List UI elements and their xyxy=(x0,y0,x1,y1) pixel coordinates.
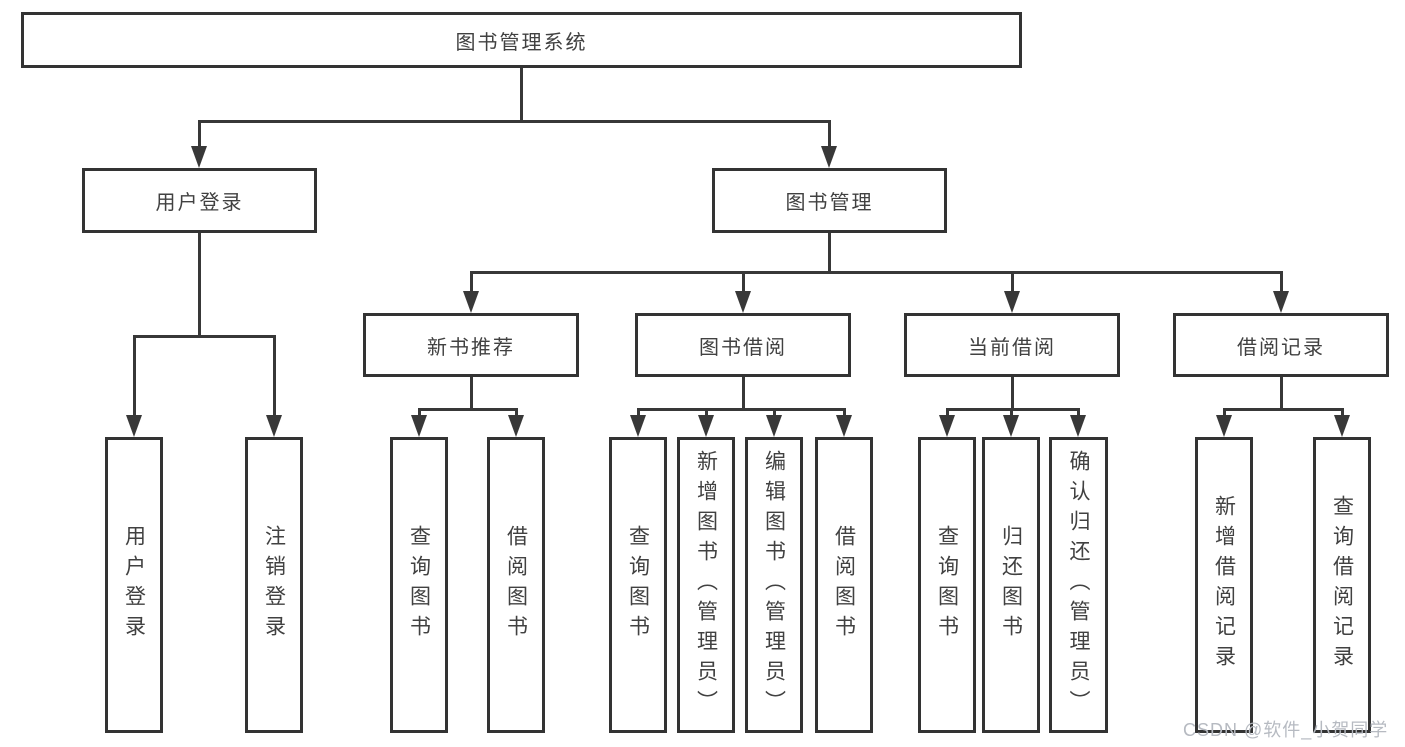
connector-line xyxy=(418,408,518,411)
leaf-borrow-books-recommend-label: 借阅图书 xyxy=(504,525,528,645)
arrow-down-icon xyxy=(836,415,852,437)
node-book-management: 图书管理 xyxy=(712,168,947,233)
node-root-label: 图书管理系统 xyxy=(455,31,588,54)
node-user-login-label: 用户登录 xyxy=(155,192,244,214)
connector-line xyxy=(1223,408,1226,418)
connector-line xyxy=(828,120,831,148)
connector-line xyxy=(470,271,473,295)
connector-line xyxy=(470,377,473,411)
node-new-book-recommend: 新书推荐 xyxy=(363,313,579,377)
leaf-confirm-return-admin-label: 确认归还（管理员） xyxy=(1067,450,1090,720)
arrow-down-icon xyxy=(735,291,751,313)
connector-line xyxy=(637,408,640,418)
leaf-add-borrow-record: 新增借阅记录 xyxy=(1195,437,1253,733)
leaf-add-borrow-record-label: 新增借阅记录 xyxy=(1212,495,1236,675)
arrow-down-icon xyxy=(821,146,837,168)
arrow-down-icon xyxy=(411,415,427,437)
connector-line xyxy=(1223,408,1344,411)
connector-line xyxy=(1077,408,1080,418)
arrow-down-icon xyxy=(630,415,646,437)
connector-line xyxy=(742,271,745,295)
connector-line xyxy=(1280,271,1283,295)
connector-line xyxy=(418,408,421,418)
leaf-user-login: 用户登录 xyxy=(105,437,163,733)
connector-line xyxy=(742,377,745,411)
connector-line xyxy=(1011,271,1014,295)
connector-line xyxy=(828,233,831,274)
arrow-down-icon xyxy=(939,415,955,437)
arrow-down-icon xyxy=(508,415,524,437)
leaf-query-borrow-record: 查询借阅记录 xyxy=(1313,437,1371,733)
node-book-borrow: 图书借阅 xyxy=(635,313,851,377)
arrow-down-icon xyxy=(463,291,479,313)
connector-line xyxy=(946,408,949,418)
leaf-edit-books-admin: 编辑图书（管理员） xyxy=(745,437,803,733)
arrow-down-icon xyxy=(1273,291,1289,313)
connector-line xyxy=(198,120,201,148)
connector-line xyxy=(1341,408,1344,418)
leaf-query-books-borrow: 查询图书 xyxy=(609,437,667,733)
node-new-book-recommend-label: 新书推荐 xyxy=(427,336,515,359)
arrow-down-icon xyxy=(126,415,142,437)
leaf-add-books-admin-label: 新增图书（管理员） xyxy=(694,450,718,720)
arrow-down-icon xyxy=(1216,415,1232,437)
connector-line xyxy=(198,233,201,338)
leaf-logout: 注销登录 xyxy=(245,437,303,733)
leaf-query-books-current-label: 查询图书 xyxy=(935,525,959,645)
connector-line xyxy=(133,335,276,338)
connector-line xyxy=(133,335,136,417)
leaf-user-login-label: 用户登录 xyxy=(122,525,146,645)
connector-line xyxy=(1010,408,1013,418)
leaf-borrow-books: 借阅图书 xyxy=(815,437,873,733)
leaf-add-books-admin: 新增图书（管理员） xyxy=(677,437,735,733)
node-book-management-label: 图书管理 xyxy=(785,192,874,214)
arrow-down-icon xyxy=(1070,415,1086,437)
node-borrow-records-label: 借阅记录 xyxy=(1237,336,1325,359)
arrow-down-icon xyxy=(1004,291,1020,313)
leaf-logout-label: 注销登录 xyxy=(262,525,286,645)
node-user-login: 用户登录 xyxy=(82,168,317,233)
leaf-borrow-books-recommend: 借阅图书 xyxy=(487,437,545,733)
node-book-borrow-label: 图书借阅 xyxy=(699,336,787,359)
connector-line xyxy=(637,408,846,411)
leaf-query-books-recommend-label: 查询图书 xyxy=(407,525,431,645)
arrow-down-icon xyxy=(766,415,782,437)
connector-line xyxy=(520,68,523,123)
connector-line xyxy=(773,408,776,418)
leaf-return-books: 归还图书 xyxy=(982,437,1040,733)
connector-line xyxy=(946,408,1080,411)
watermark: CSDN @软件_小贺同学 xyxy=(1183,720,1389,740)
node-current-borrow: 当前借阅 xyxy=(904,313,1120,377)
arrow-down-icon xyxy=(191,146,207,168)
connector-line xyxy=(1280,377,1283,411)
leaf-query-books-current: 查询图书 xyxy=(918,437,976,733)
leaf-query-books-recommend: 查询图书 xyxy=(390,437,448,733)
connector-line xyxy=(273,335,276,417)
leaf-confirm-return-admin: 确认归还（管理员） xyxy=(1049,437,1108,733)
connector-line xyxy=(470,271,1282,274)
connector-line xyxy=(515,408,518,418)
leaf-borrow-books-label: 借阅图书 xyxy=(832,525,856,645)
leaf-query-books-borrow-label: 查询图书 xyxy=(626,525,650,645)
node-borrow-records: 借阅记录 xyxy=(1173,313,1389,377)
leaf-edit-books-admin-label: 编辑图书（管理员） xyxy=(762,450,786,720)
leaf-return-books-label: 归还图书 xyxy=(999,525,1023,645)
node-root: 图书管理系统 xyxy=(21,12,1022,68)
arrow-down-icon xyxy=(1334,415,1350,437)
arrow-down-icon xyxy=(1003,415,1019,437)
connector-line xyxy=(843,408,846,418)
leaf-query-borrow-record-label: 查询借阅记录 xyxy=(1330,495,1354,675)
arrow-down-icon xyxy=(698,415,714,437)
arrow-down-icon xyxy=(266,415,282,437)
node-current-borrow-label: 当前借阅 xyxy=(968,336,1056,359)
connector-line xyxy=(198,120,831,123)
connector-line xyxy=(1011,377,1014,411)
connector-line xyxy=(705,408,708,418)
